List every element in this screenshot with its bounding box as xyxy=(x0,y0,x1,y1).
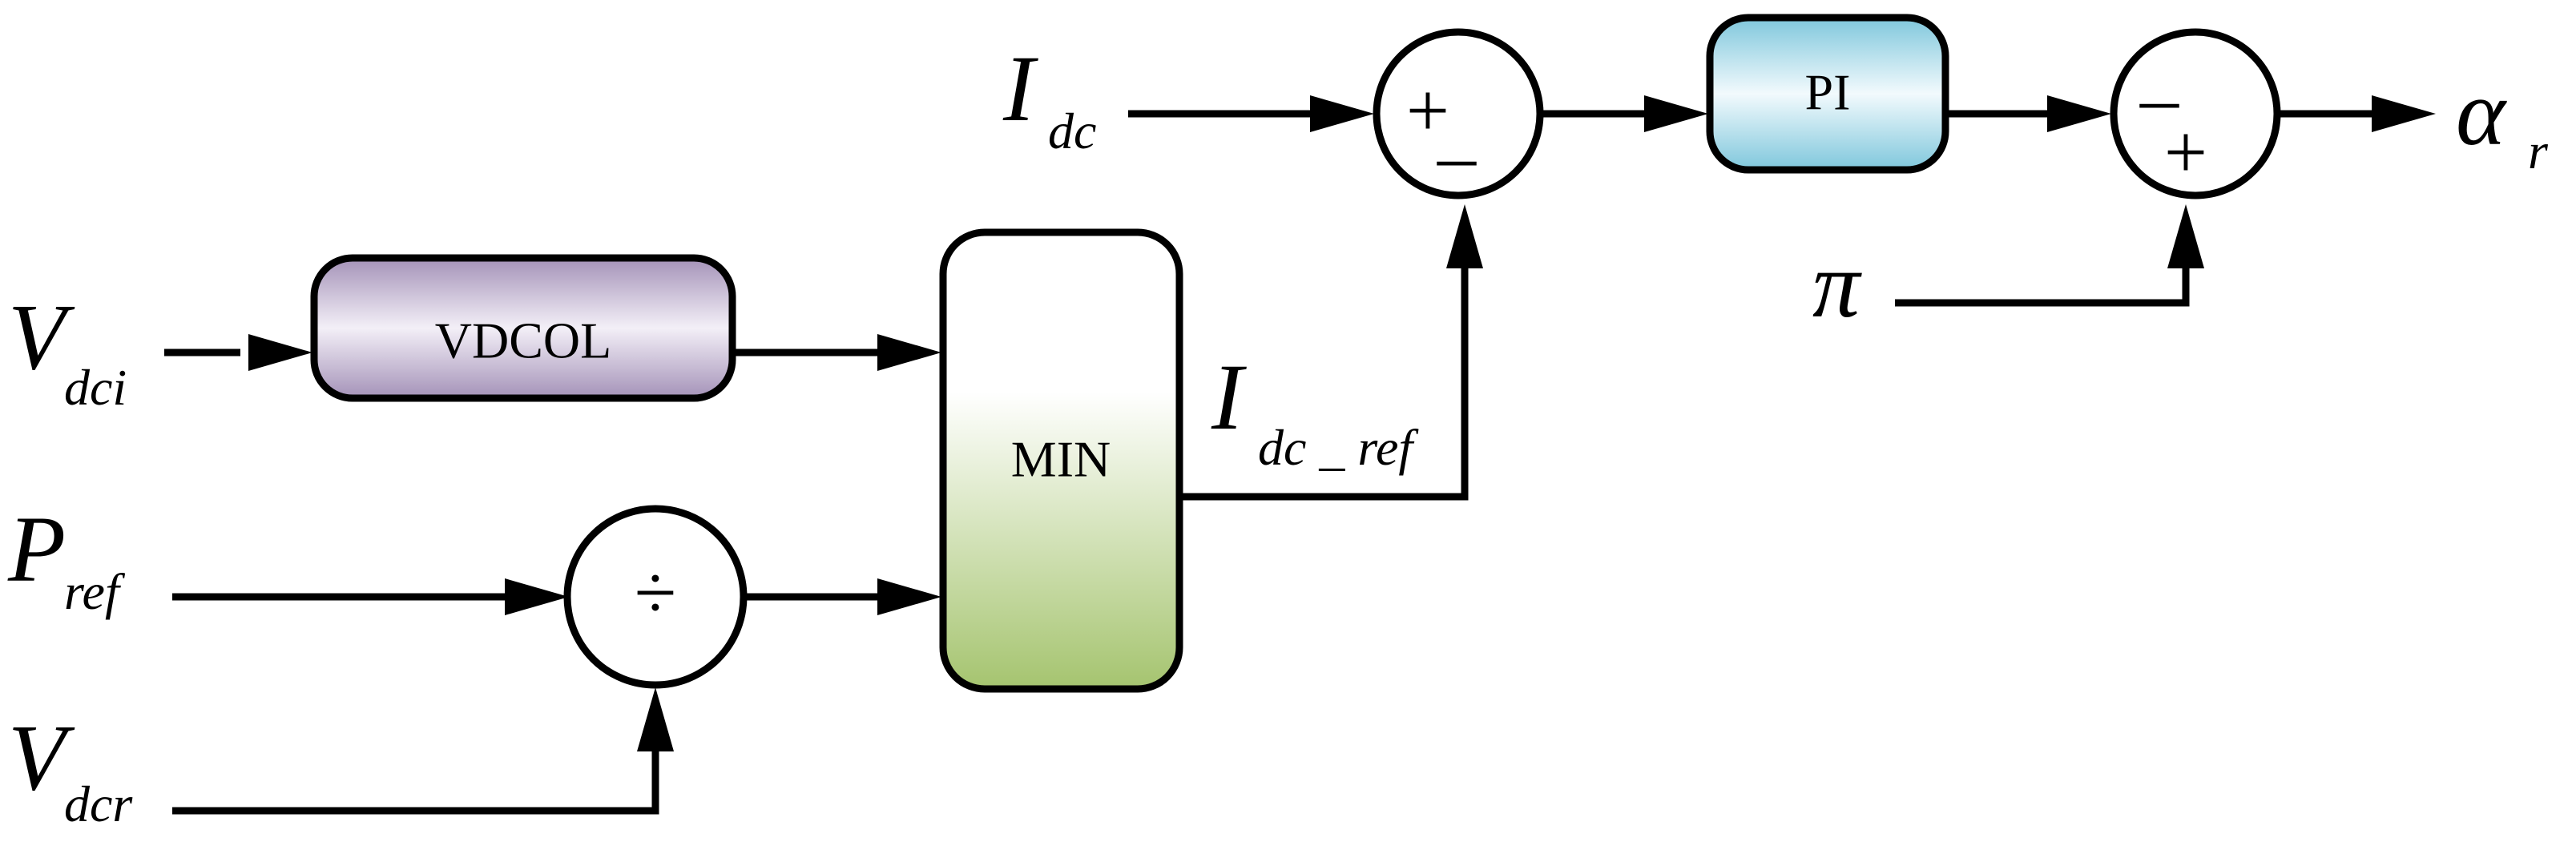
arrowhead-min-in-bottom xyxy=(877,578,941,615)
wire-pi-const-to-sum2 xyxy=(1895,268,2190,307)
arrowhead-sum2-in-bottom xyxy=(2167,204,2204,268)
label-vdcr-main: V xyxy=(8,705,75,810)
label-vdcr: V dcr xyxy=(8,705,133,832)
wire-vdcr-to-divider xyxy=(172,751,659,815)
min-block-label: MIN xyxy=(1011,431,1111,488)
label-pi-constant: π xyxy=(1812,232,1862,337)
label-vdcr-sub: dcr xyxy=(64,775,133,832)
label-pref-sub: ref xyxy=(64,563,126,620)
label-output-sub: r xyxy=(2528,123,2549,179)
sum2-bottom-sign: + xyxy=(2164,109,2207,195)
arrowhead-sum1-in-left xyxy=(1310,95,1374,132)
arrowhead-output xyxy=(2372,95,2436,132)
label-output-main: α xyxy=(2456,60,2507,165)
min-block: MIN xyxy=(939,228,1183,693)
arrowhead-sum1-in-bottom xyxy=(1446,204,1483,268)
sum1-top-sign: + xyxy=(1406,67,1449,153)
arrowhead-divider-in-bottom xyxy=(637,687,674,751)
arrowhead-pi-in xyxy=(1644,95,1708,132)
vdcol-block: VDCOL xyxy=(310,254,736,402)
vdcol-block-label: VDCOL xyxy=(435,312,611,369)
divider-block: ÷ xyxy=(563,505,748,689)
divide-symbol: ÷ xyxy=(635,550,677,635)
signal-wires xyxy=(164,95,2436,815)
arrowhead-vdcol-in xyxy=(248,334,312,371)
label-pref-main: P xyxy=(7,497,66,602)
summing-junction-error: + _ xyxy=(1373,28,1544,199)
pi-block: PI xyxy=(1706,14,1949,174)
label-vdci-main: V xyxy=(8,284,75,389)
arrowhead-divider-in-left xyxy=(505,578,569,615)
label-vdci-sub: dci xyxy=(64,359,127,416)
sum1-bottom-sign: _ xyxy=(1437,87,1477,172)
label-output-alpha: α r xyxy=(2456,60,2549,179)
label-idc-ref-sub: dc _ ref xyxy=(1258,419,1419,476)
arrowhead-min-in-top xyxy=(877,334,941,371)
label-pref: P ref xyxy=(7,497,126,620)
summing-junction-output: _ + xyxy=(2110,28,2281,199)
label-idc-ref-main: I xyxy=(1211,344,1247,449)
label-idc: I dc xyxy=(1002,36,1096,159)
label-idc-ref: I dc _ ref xyxy=(1211,344,1419,476)
label-vdci: V dci xyxy=(8,284,127,416)
pi-block-label: PI xyxy=(1805,64,1851,121)
label-pi-constant-main: π xyxy=(1812,232,1862,337)
arrowhead-sum2-in-left xyxy=(2047,95,2111,132)
label-idc-main: I xyxy=(1002,36,1038,141)
sum2-top-sign: _ xyxy=(2139,29,2179,115)
label-idc-sub: dc xyxy=(1048,103,1096,159)
wire-min-to-sum1 xyxy=(1179,268,1469,501)
